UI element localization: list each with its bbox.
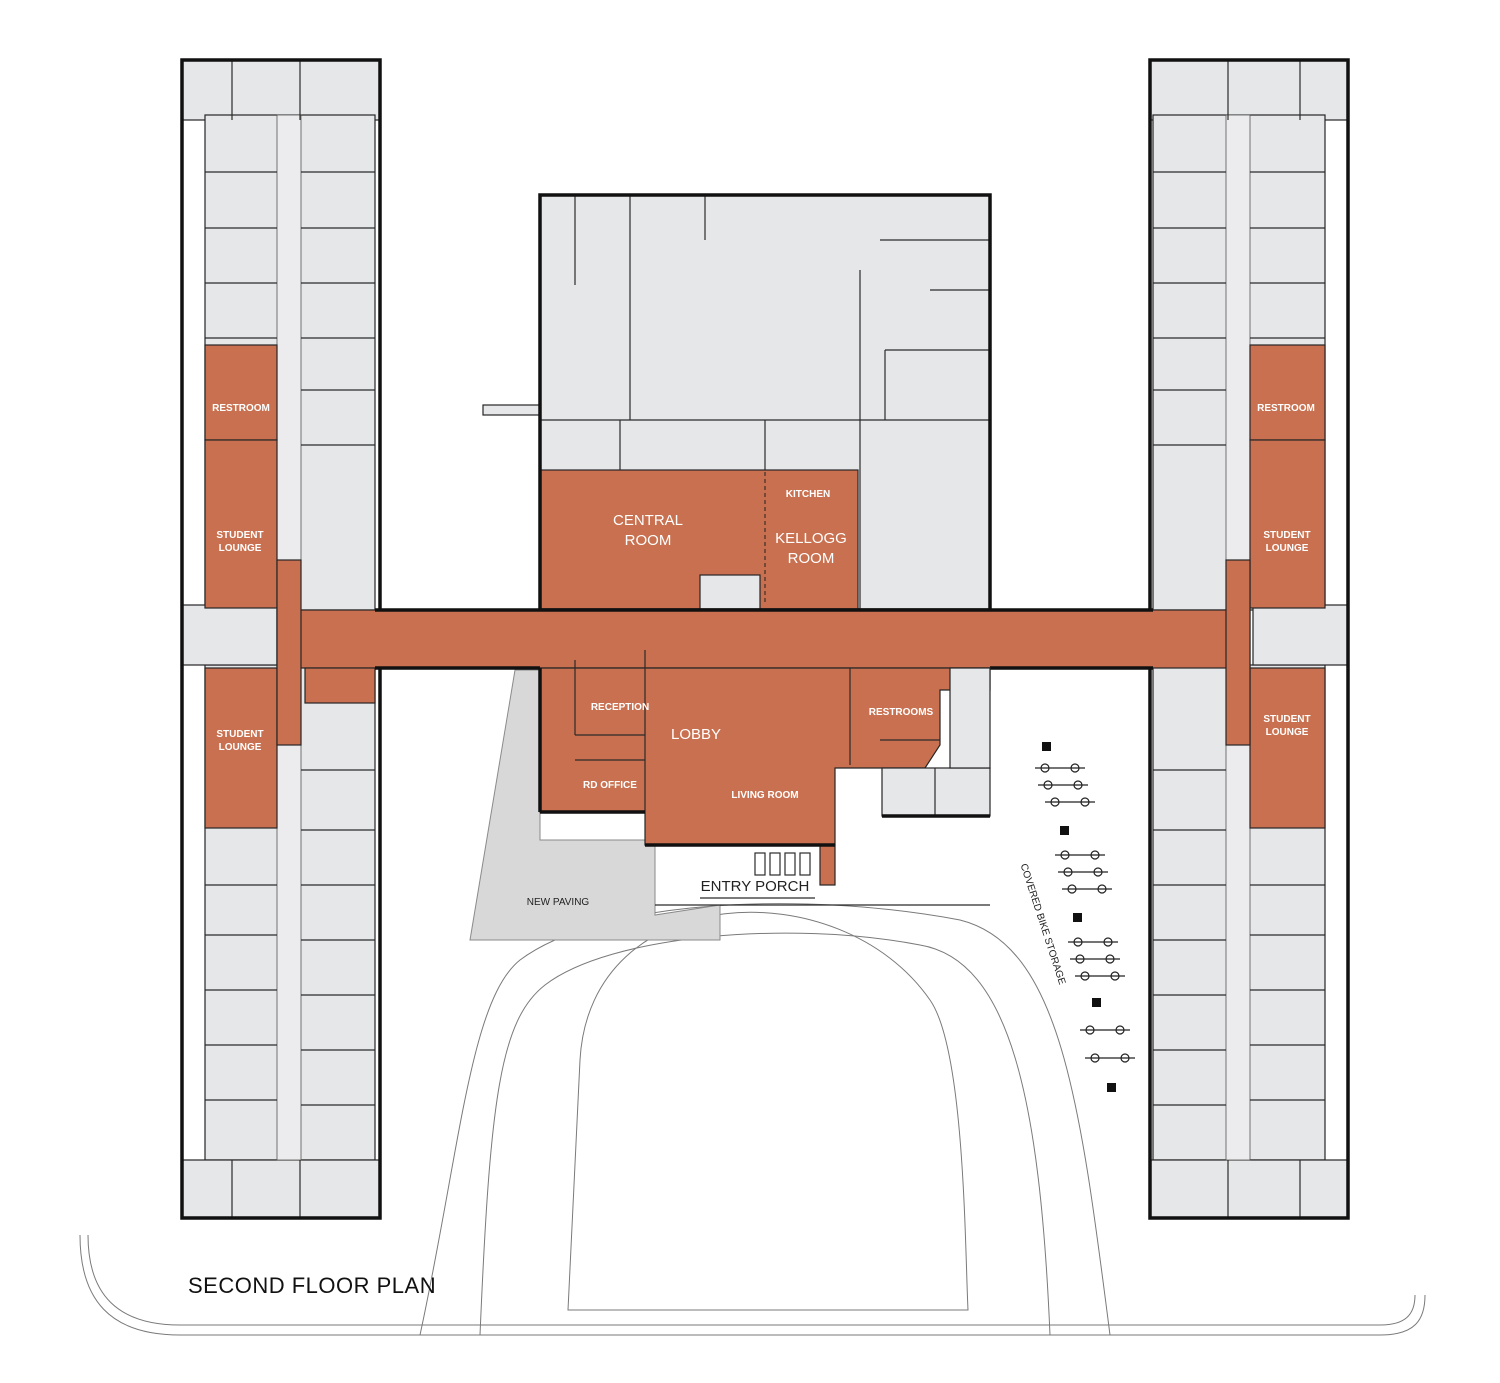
central-block — [482, 193, 992, 612]
label-kellogg-room-1: KELLOGG — [775, 530, 847, 547]
label-central-room-2: ROOM — [625, 532, 672, 549]
label-student-lounge-left-upper-2: LOUNGE — [219, 543, 262, 554]
label-kellogg-room-2: ROOM — [788, 550, 835, 567]
main-corridor — [276, 609, 1251, 669]
label-new-paving: NEW PAVING — [527, 897, 590, 908]
label-living-room: LIVING ROOM — [731, 790, 798, 801]
label-student-lounge-right-lower-1: STUDENT — [1263, 714, 1310, 725]
label-student-lounge-right-lower-2: LOUNGE — [1266, 727, 1309, 738]
label-student-lounge-left-lower-1: STUDENT — [216, 729, 263, 740]
label-rd-office: RD OFFICE — [583, 780, 637, 791]
lobby-block — [538, 650, 991, 886]
label-kitchen: KITCHEN — [786, 489, 830, 500]
label-student-lounge-right-upper-2: LOUNGE — [1266, 543, 1309, 554]
page-title: SECOND FLOOR PLAN — [188, 1273, 436, 1298]
label-restroom-left: RESTROOM — [212, 403, 270, 414]
right-wing — [1148, 58, 1350, 1220]
bike-storage-racks — [1035, 742, 1135, 1092]
label-central-room-1: CENTRAL — [613, 512, 683, 529]
label-restrooms: RESTROOMS — [869, 707, 934, 718]
label-reception: RECEPTION — [591, 702, 649, 713]
label-student-lounge-right-upper-1: STUDENT — [1263, 530, 1310, 541]
entry-porch-steps — [655, 852, 990, 906]
label-lobby: LOBBY — [671, 726, 721, 743]
bicycle-icon — [1035, 763, 1135, 1063]
label-entry-porch: ENTRY PORCH — [701, 878, 810, 895]
label-student-lounge-left-lower-2: LOUNGE — [219, 742, 262, 753]
label-restroom-right: RESTROOM — [1257, 403, 1315, 414]
label-student-lounge-left-upper-1: STUDENT — [216, 530, 263, 541]
